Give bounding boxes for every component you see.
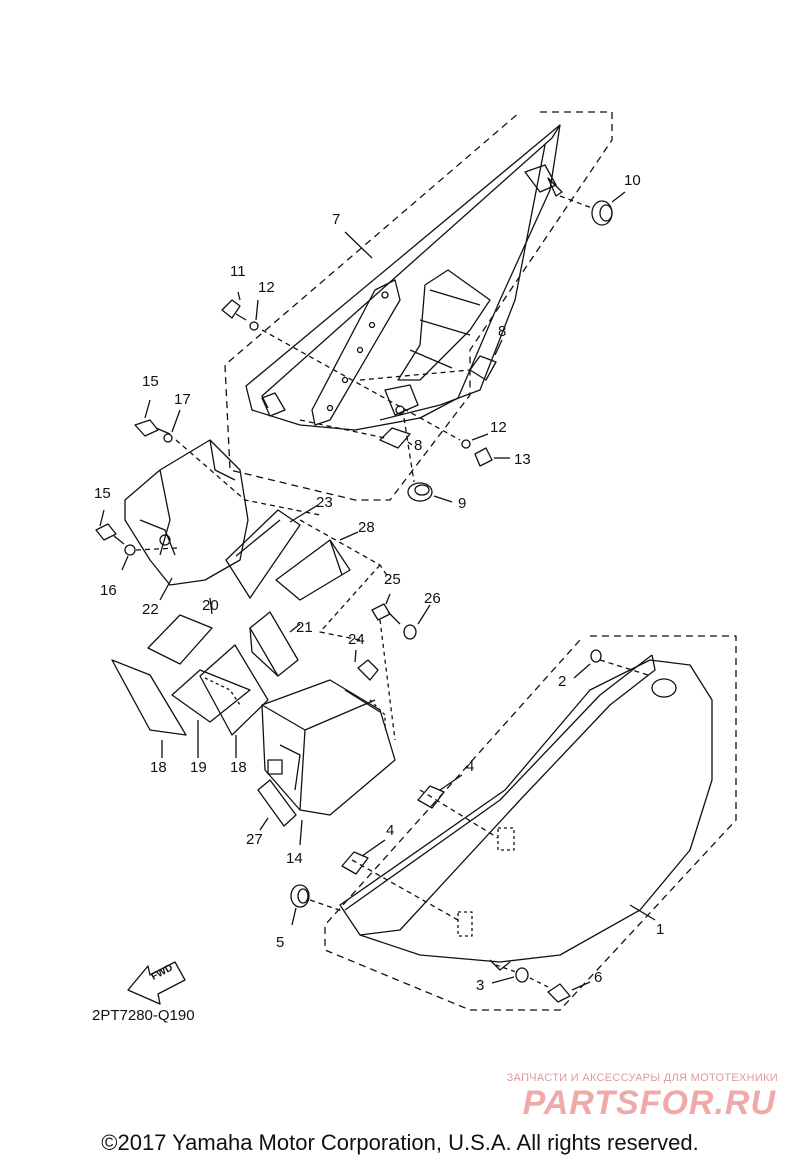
- part-label-7: 7: [332, 211, 341, 228]
- part-label-15-lower: 15: [94, 485, 111, 502]
- watermark-logo: PARTSFOR.RU: [522, 1084, 776, 1122]
- part-label-10: 10: [624, 172, 641, 189]
- part-label-15-upper: 15: [142, 373, 159, 390]
- lower-side-cover-group: [290, 635, 737, 1011]
- part-label-4-upper: 4: [466, 758, 475, 775]
- part-label-20: 20: [202, 597, 219, 614]
- part-label-26: 26: [424, 590, 441, 607]
- part-label-12-lower: 12: [490, 419, 507, 436]
- pads-23-28: [225, 504, 391, 601]
- copyright-notice: ©2017 Yamaha Motor Corporation, U.S.A. A…: [101, 1130, 699, 1155]
- part-label-4-lower: 4: [386, 822, 395, 839]
- grommet-10: [559, 191, 626, 226]
- part-label-19: 19: [190, 759, 207, 776]
- part-label-5: 5: [276, 934, 285, 951]
- damper-8: [299, 339, 503, 449]
- lower-side-cover: [339, 659, 713, 963]
- box-14: [257, 564, 431, 846]
- part-label-16: 16: [100, 582, 117, 599]
- part-label-21: 21: [296, 619, 313, 636]
- fasteners-upper: [221, 291, 510, 503]
- part-label-2: 2: [558, 673, 567, 690]
- part-label-9: 9: [458, 495, 467, 512]
- part-label-18-right: 18: [230, 759, 247, 776]
- part-label-8-upper: 8: [498, 323, 507, 340]
- part-label-25: 25: [384, 571, 401, 588]
- part-label-23: 23: [316, 494, 333, 511]
- part-label-12-upper: 12: [258, 279, 275, 296]
- upper-side-cover-group: [224, 111, 613, 501]
- part-label-1: 1: [656, 921, 665, 938]
- part-label-18-left: 18: [150, 759, 167, 776]
- part-label-8-lower: 8: [414, 437, 423, 454]
- upper-side-cover: [245, 124, 561, 431]
- part-label-11: 11: [230, 263, 246, 280]
- part-label-22: 22: [142, 601, 159, 618]
- fwd-arrow: [127, 961, 186, 1005]
- part-label-3: 3: [476, 977, 485, 994]
- watermark-tagline: ЗАПЧАСТИ И АКСЕССУАРЫ ДЛЯ МОТОТЕХНИКИ: [506, 1072, 778, 1084]
- part-label-28: 28: [358, 519, 375, 536]
- part-label-27: 27: [246, 831, 263, 848]
- bracket-22: [95, 399, 321, 601]
- part-label-6: 6: [594, 969, 603, 986]
- part-label-14: 14: [286, 850, 303, 867]
- part-label-24: 24: [348, 631, 365, 648]
- pads-18-21: [111, 597, 301, 758]
- part-label-17: 17: [174, 391, 191, 408]
- drawing-code: 2PT7280-Q190: [92, 1007, 195, 1024]
- part-label-13: 13: [514, 451, 531, 468]
